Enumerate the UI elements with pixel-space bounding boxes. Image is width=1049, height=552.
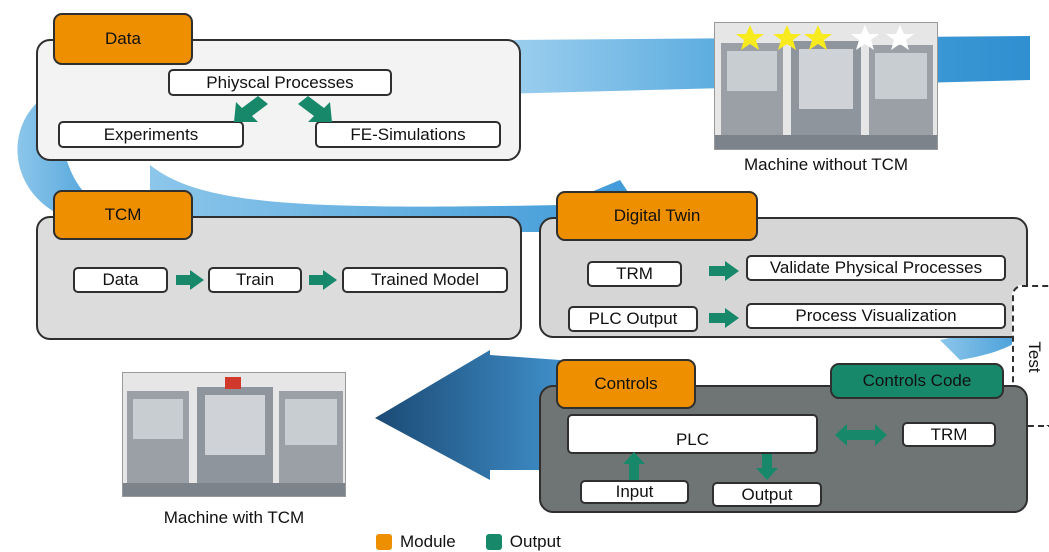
experiments-box: Experiments [58, 121, 244, 148]
tcm-module-tag: TCM [53, 190, 193, 240]
controls-tag: Controls [556, 359, 696, 409]
star-icon [773, 25, 801, 50]
flow-middle-band [150, 165, 640, 232]
plc-box: PLC [567, 414, 818, 454]
arrow-down-left-icon [234, 96, 268, 122]
dt-trm-box: TRM [587, 261, 682, 287]
machine-with-tcm-caption: Machine with TCM [163, 508, 305, 527]
data-module-tag: Data [53, 13, 193, 65]
arrow-down-right-icon [298, 96, 332, 122]
dt-plc-output-box: PLC Output [568, 306, 698, 332]
legend-output-label: Output [509, 532, 561, 551]
data-split-arrows [234, 96, 332, 122]
arrow-right-icon [309, 270, 337, 290]
controls-trm-box: TRM [902, 422, 996, 447]
machine-without-tcm-caption: Machine without TCM [743, 155, 909, 174]
machine-with-tcm-image [122, 372, 346, 497]
tcm-step-data: Data [73, 267, 168, 293]
legend-output-swatch [485, 534, 502, 550]
arrow-down-icon [756, 454, 778, 480]
digital-twin-tag: Digital Twin [556, 191, 758, 241]
double-arrow-icon [835, 424, 887, 446]
arrow-up-icon [623, 452, 645, 480]
star-icon [736, 25, 764, 50]
machine-without-tcm-image [714, 22, 938, 150]
input-box: Input [580, 480, 689, 504]
star-icon [851, 25, 879, 50]
arrow-right-icon [709, 261, 739, 281]
controls-code-tag: Controls Code [830, 363, 1004, 399]
test-label: Test [1025, 341, 1044, 373]
dt-validate-box: Validate Physical Processes [746, 255, 1006, 281]
tcm-step-train: Train [208, 267, 302, 293]
fe-simulations-box: FE-Simulations [315, 121, 501, 148]
output-box: Output [712, 482, 822, 507]
star-icon [804, 25, 832, 50]
physical-processes-box: Phiyscal Processes [168, 69, 392, 96]
flow-arrow-head [375, 350, 560, 480]
star-icon [886, 25, 914, 50]
legend-module-label: Module [400, 532, 456, 551]
arrow-right-icon [176, 270, 204, 290]
dt-process-visualization-box: Process Visualization [746, 303, 1006, 329]
legend: Module Output [376, 532, 606, 551]
legend-module-swatch [376, 534, 392, 550]
arrow-right-icon [709, 308, 739, 328]
tcm-step-trained-model: Trained Model [342, 267, 508, 293]
